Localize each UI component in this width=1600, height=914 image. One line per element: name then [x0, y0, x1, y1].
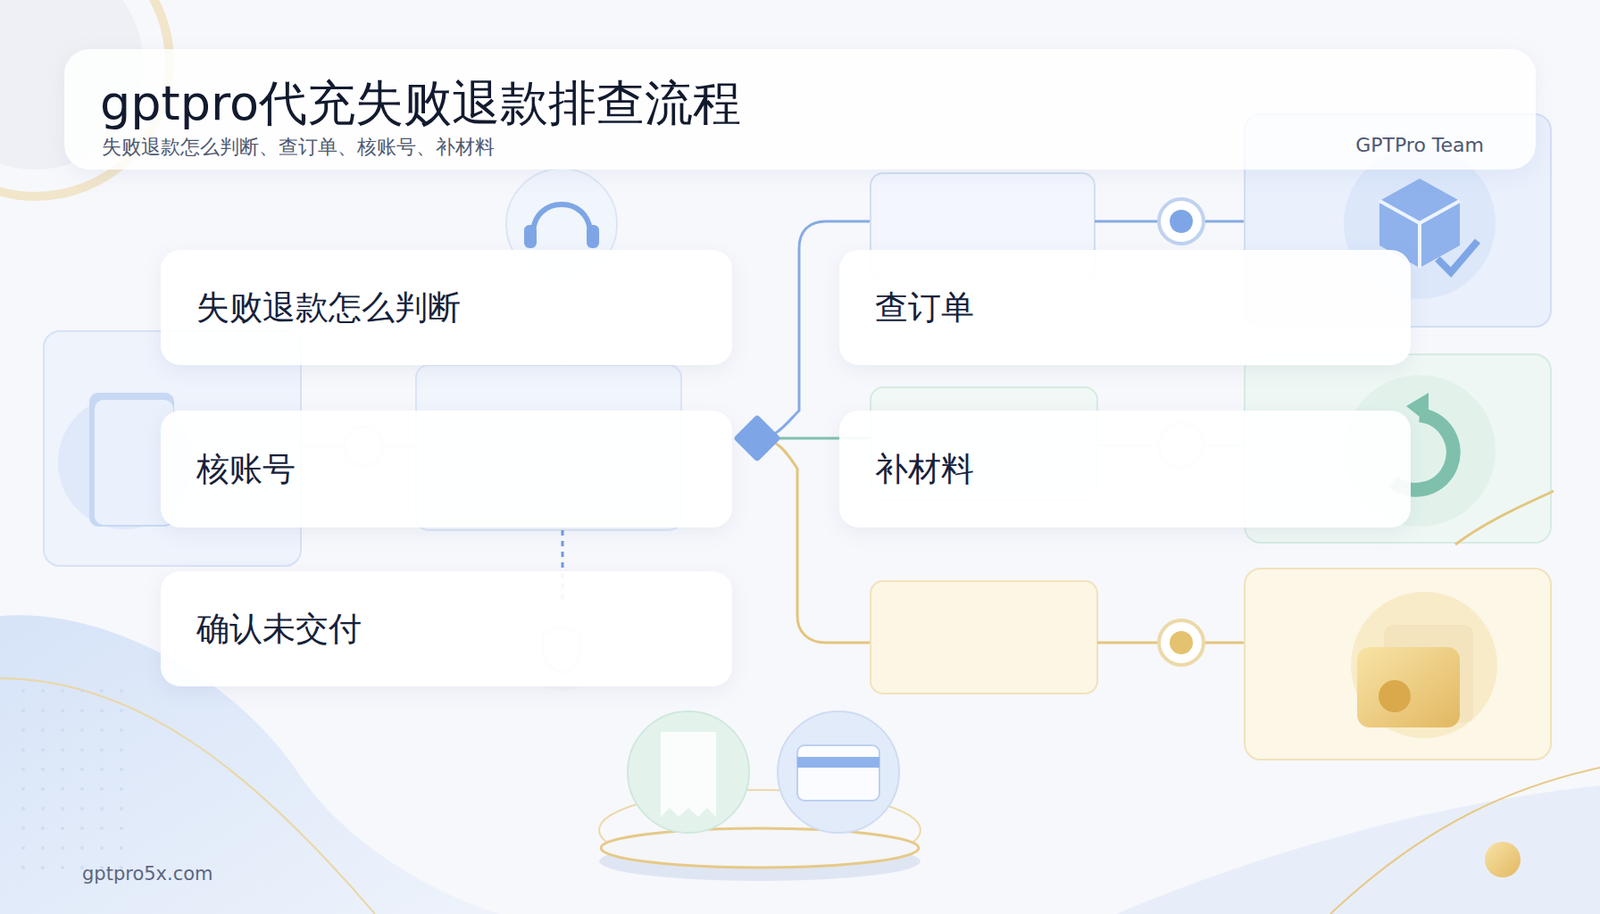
step-label: 补材料 — [875, 447, 975, 492]
subtitle: 失败退款怎么判断、查订单、核账号、补材料 — [101, 133, 495, 161]
step-label: 核账号 — [196, 447, 296, 492]
team-name: GPTPro Team — [1355, 133, 1484, 157]
step-card: 失败退款怎么判断 — [160, 250, 733, 366]
step-card: 核账号 — [160, 410, 733, 528]
step-card: 确认未交付 — [160, 571, 733, 687]
site-url: gptpro5x.com — [82, 863, 214, 885]
step-card: 补材料 — [839, 410, 1411, 528]
step-label: 查订单 — [875, 285, 975, 331]
step-label: 失败退款怎么判断 — [196, 285, 461, 331]
step-label: 确认未交付 — [196, 607, 362, 652]
page-title: gptpro代充失败退款排查流程 — [100, 76, 742, 130]
step-card: 查订单 — [839, 250, 1411, 366]
